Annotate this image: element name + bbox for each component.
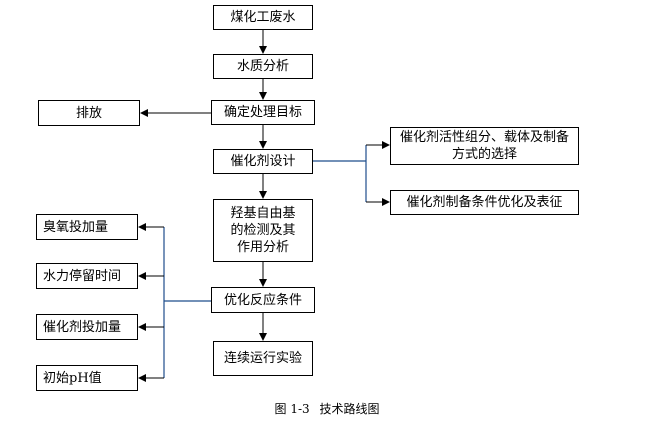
node-hydroxyl-radical: 羟基自由基的检测及其作用分析 [213, 199, 313, 262]
node-water-quality: 水质分析 [213, 54, 313, 79]
figure-caption: 图 1-3 技术路线图 [0, 400, 654, 417]
node-ozone-dose: 臭氧投加量 [36, 214, 138, 240]
node-initial-ph: 初始pH值 [36, 365, 138, 391]
node-catalyst-components: 催化剂活性组分、载体及制备方式的选择 [390, 127, 579, 165]
node-retention-time: 水力停留时间 [36, 263, 138, 289]
node-catalyst-optimization: 催化剂制备条件优化及表征 [390, 190, 579, 215]
node-discharge: 排放 [38, 100, 140, 126]
node-catalyst-design: 催化剂设计 [213, 149, 313, 174]
node-catalyst-dose: 催化剂投加量 [36, 314, 138, 340]
node-continuous-run: 连续运行实验 [213, 341, 313, 376]
caption-label: 图 1-3 [274, 402, 310, 416]
node-treatment-target: 确定处理目标 [211, 100, 315, 125]
node-coal-wastewater: 煤化工废水 [213, 5, 313, 30]
node-optimize-conditions: 优化反应条件 [211, 287, 315, 313]
caption-title: 技术路线图 [319, 402, 380, 416]
